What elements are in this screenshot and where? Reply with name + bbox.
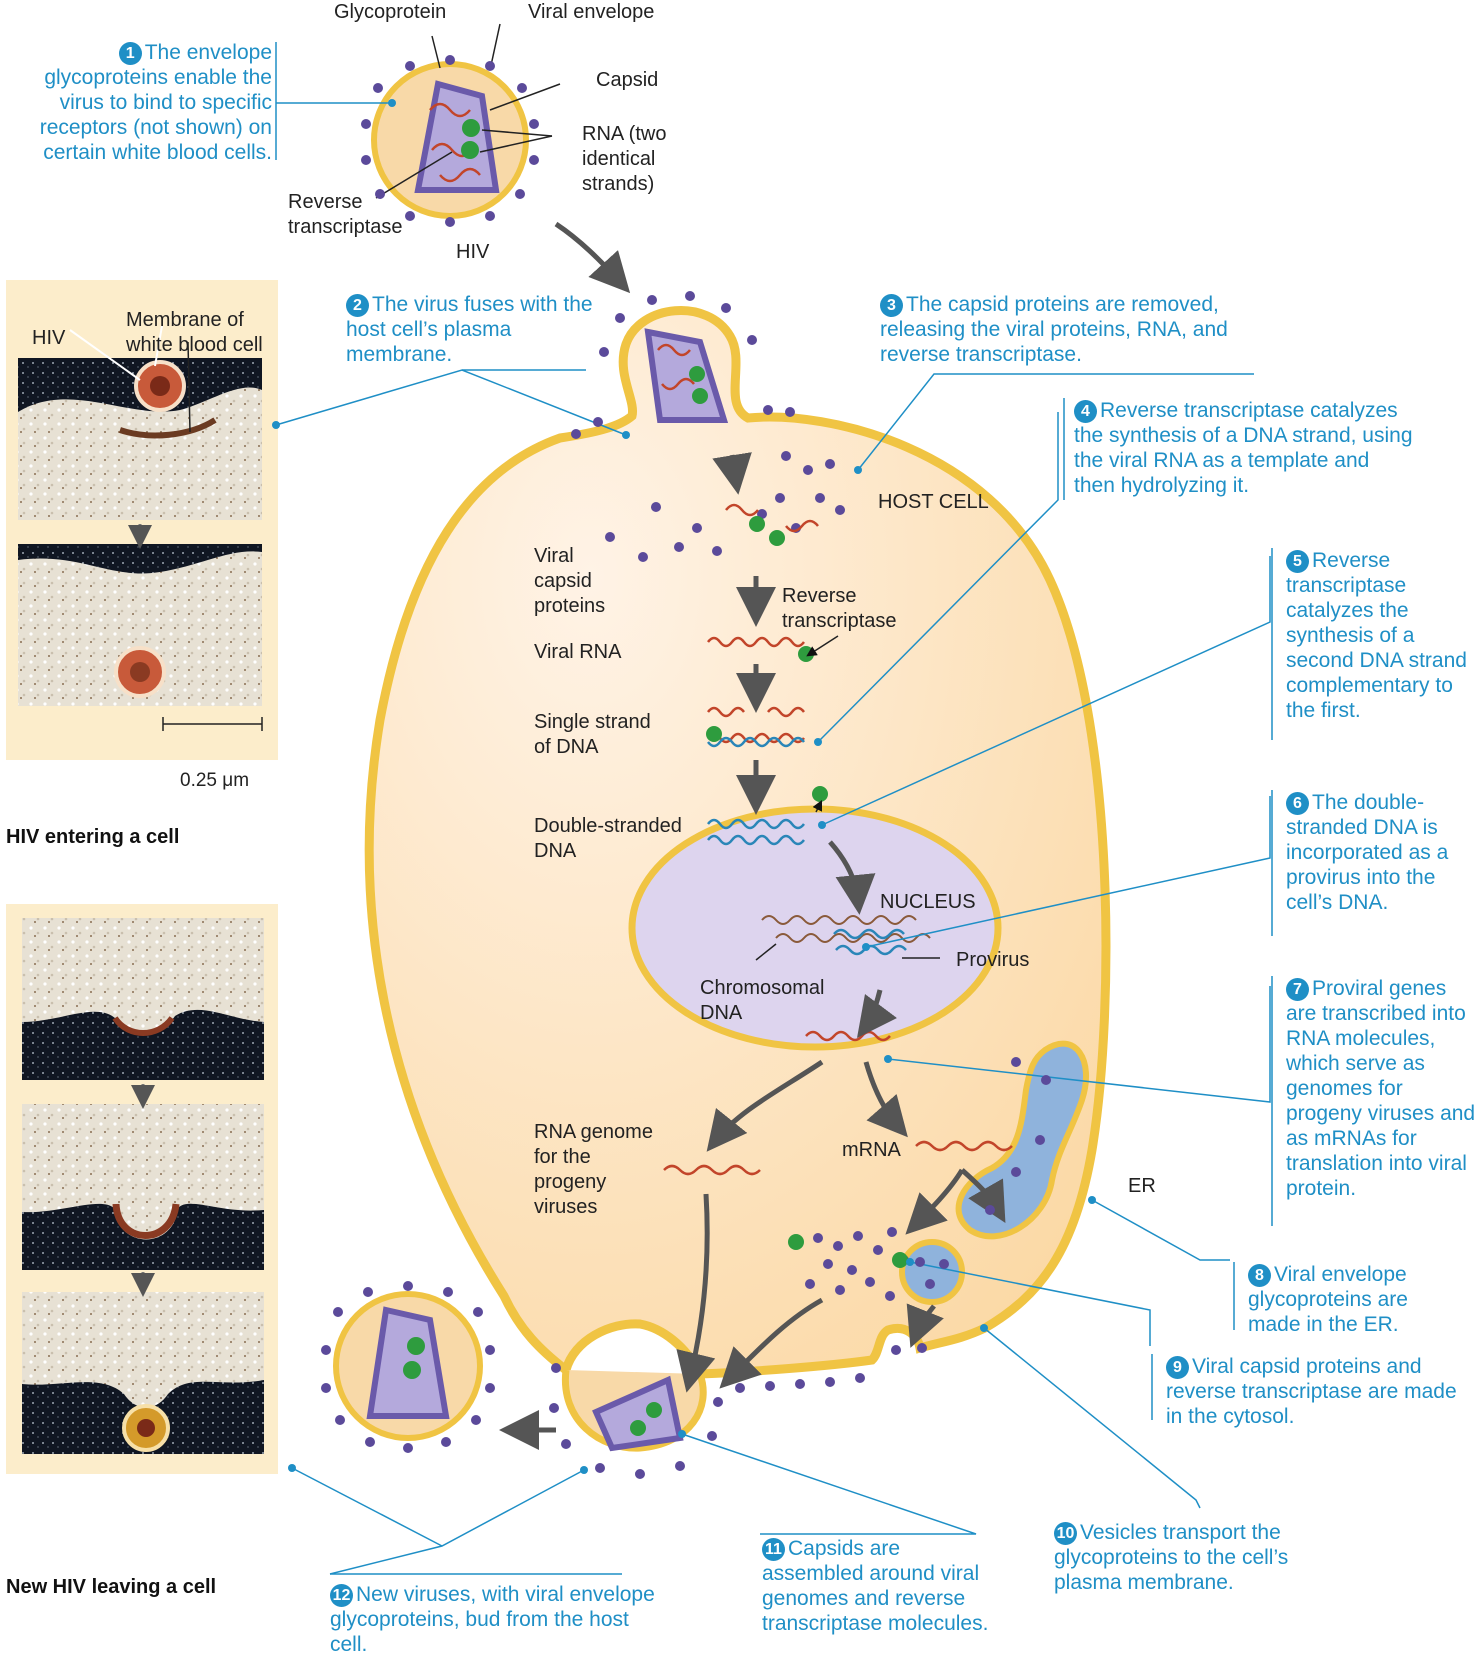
rt-enzyme [798,646,814,662]
step-10-number: 10 [1054,1522,1077,1545]
label-provirus: Provirus [956,949,1030,971]
step-rules [275,42,1273,1420]
step-1-body: The envelope glycoproteins enable the vi… [39,41,272,164]
new-rt-enzyme [788,1234,804,1250]
step-2-body: The virus fuses with the host cell’s pla… [346,293,593,366]
arrow-proteins-to-capsid [719,1297,824,1389]
label-mrna: mRNA [842,1139,901,1161]
released-enzyme [749,516,765,532]
label-capsid: Capsid [596,69,659,91]
hiv-virion-top [371,61,529,219]
step-3-body: The capsid proteins are removed, releasi… [880,293,1228,366]
arrow-virus-to-cell [554,221,631,294]
rna-genome-strand [663,1164,761,1176]
step-9-body: Viral capsid proteins and reverse transc… [1166,1355,1457,1428]
photo-panel-entering [6,280,278,760]
step-6-number: 6 [1286,792,1309,815]
label-er: ER [1128,1175,1156,1197]
label-viral-capsid-proteins: Viral capsid proteins [534,545,606,617]
scale-bar-label: 0.25 μm [180,770,250,791]
step-6-body: The double-stranded DNA is incorporated … [1286,791,1449,914]
rt-enzyme-2 [706,726,722,742]
step-11-number: 11 [762,1538,785,1561]
arrow-to-mrna [863,1061,908,1138]
step-9-number: 9 [1166,1356,1189,1379]
step-2-number: 2 [346,294,369,317]
step-leader-lines [275,102,1271,1575]
process-arrows [499,221,1006,1450]
step-12-number: 12 [330,1584,353,1607]
double-stranded-dna [707,818,805,846]
step-12-body: New viruses, with viral envelope glycopr… [330,1583,655,1656]
released-viral-rna [725,503,819,533]
viral-rna-strand [707,636,805,648]
released-virion [333,1291,483,1441]
arrow-to-cytosol-proteins [905,1168,965,1235]
label-hiv: HIV [456,241,490,263]
caption-hiv-entering: HIV entering a cell [6,826,180,848]
released-capsid-proteins [605,451,845,562]
label-single-strand-dna: Single strand of DNA [534,711,651,758]
step-7-number: 7 [1286,978,1309,1001]
step-4-number: 4 [1074,400,1097,423]
step-10-body: Vesicles transport the glycoproteins to … [1054,1521,1289,1594]
step-4-body: Reverse transcriptase catalyzes the synt… [1074,399,1413,497]
arrow-vesicle-to-membrane [906,1303,944,1348]
arrow-to-er [960,1168,1006,1224]
step-5-body: Reverse transcriptase catalyzes the synt… [1286,549,1467,722]
budding-virion [561,1369,707,1452]
arrow-to-nucleus [828,840,876,915]
caption-hiv-leaving: New HIV leaving a cell [6,1576,217,1598]
label-rna-genome: RNA genome for the progeny viruses [534,1121,653,1218]
label-viral-envelope: Viral envelope [528,1,655,23]
photo-label-hiv: HIV [32,327,66,349]
mrna-strand [915,1140,1013,1152]
arrow-transcription [857,989,897,1039]
label-nucleus: NUCLEUS [880,891,976,913]
step-11-body: Capsids are assembled around viral genom… [762,1537,989,1635]
step-3-number: 3 [880,294,903,317]
single-dna-strand [707,736,805,748]
label-glycoprotein: Glycoprotein [334,1,447,23]
fusing-virion [644,328,729,423]
step-8-body: Viral envelope glycoproteins are made in… [1248,1263,1408,1336]
released-enzyme-2 [769,530,785,546]
new-rt-enzyme-2 [892,1252,908,1268]
arrow-to-rna-genome [706,1059,824,1152]
arrow-uncoating [712,452,752,495]
label-reverse-transcriptase-mid: Reverse transcriptase [782,585,897,632]
label-viral-rna: Viral RNA [534,641,622,663]
photo-panel-leaving [6,904,278,1474]
step-1-number: 1 [118,42,142,65]
glycoprotein-spikes [321,55,1051,1479]
label-reverse-transcriptase-top: Reverse transcriptase [288,191,403,238]
step-5-number: 5 [1286,550,1309,573]
leader-dots [272,99,1096,1474]
label-host-cell: HOST CELL [878,491,989,513]
vesicle [899,1239,965,1305]
label-rna-two-strands: RNA (two identical strands) [582,123,667,195]
rt-enzyme-3 [812,786,828,802]
photo-label-membrane: Membrane of white blood cell [126,309,263,356]
label-double-stranded-dna: Double-stranded DNA [534,815,682,862]
step-7-body: Proviral genes are transcribed into RNA … [1286,977,1476,1200]
label-chromosomal-dna: Chromosomal DNA [700,977,825,1024]
arrow-genome-to-capsid [676,1193,716,1393]
new-capsid-proteins [805,1227,909,1301]
step-8-number: 8 [1248,1264,1271,1287]
